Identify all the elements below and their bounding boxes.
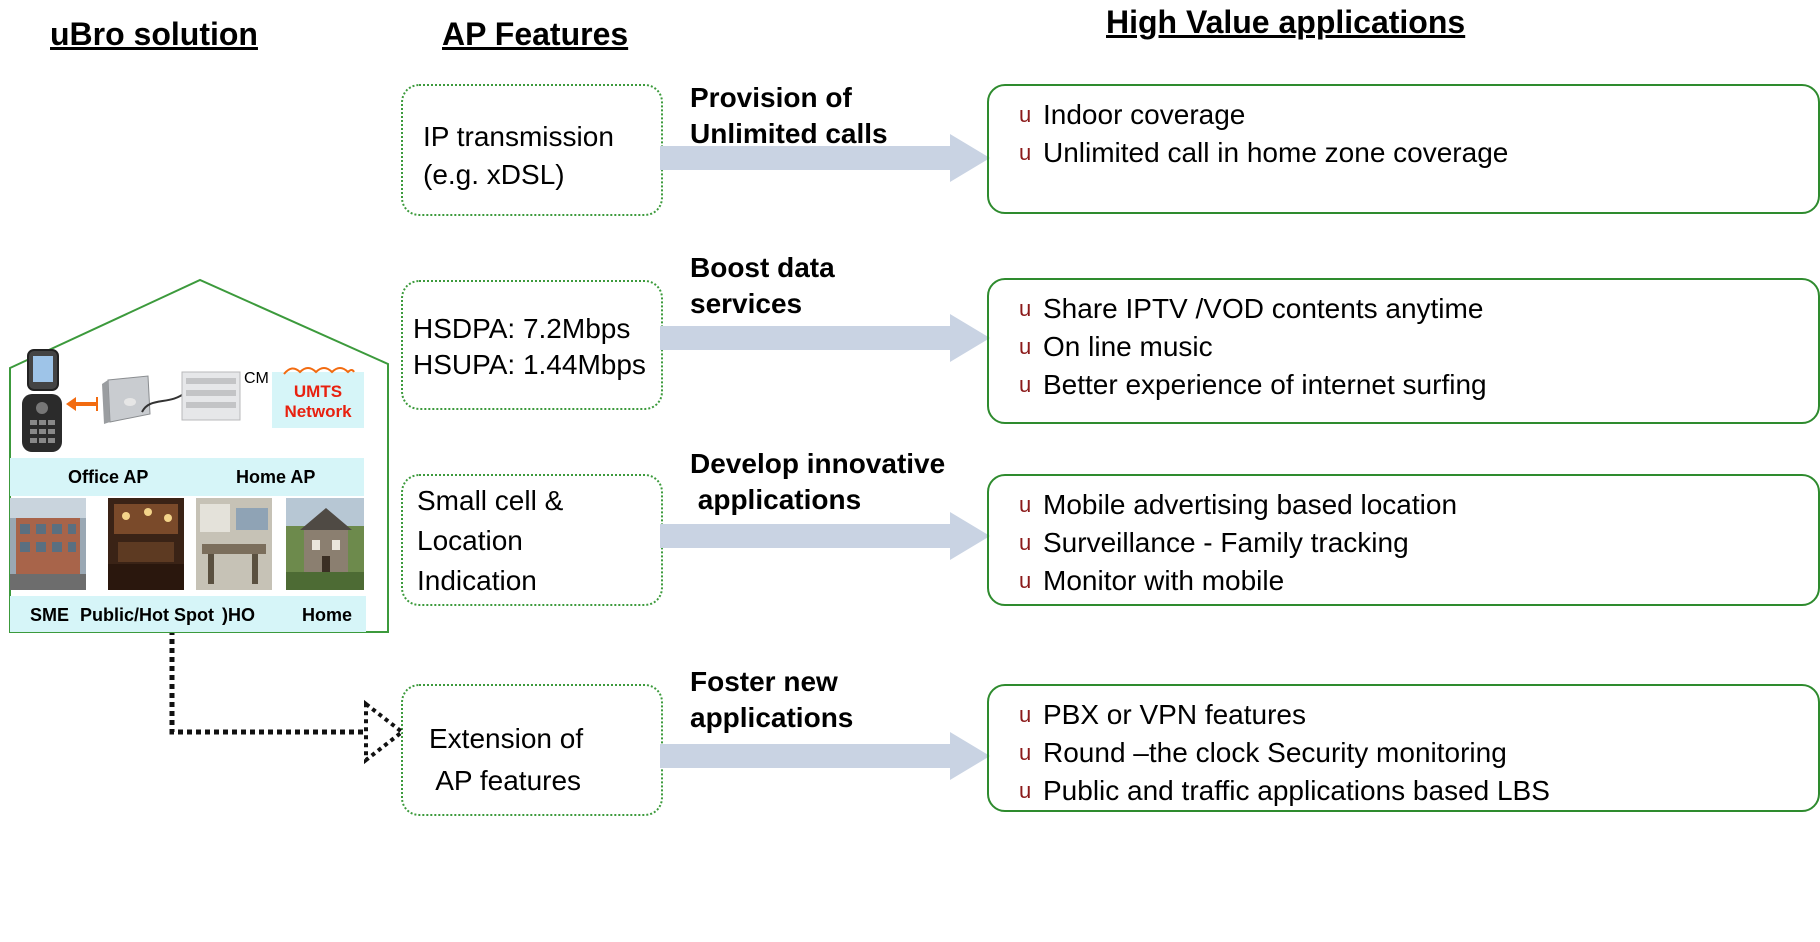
umts-network-badge: UMTS Network bbox=[272, 367, 364, 428]
soho-office-photo bbox=[196, 498, 272, 590]
home-label: Home bbox=[302, 605, 353, 625]
public-hotspot-photo bbox=[108, 498, 184, 590]
arrow-label-provision: Provision of Unlimited calls bbox=[690, 82, 888, 150]
soho-label: )HO bbox=[222, 605, 255, 625]
house-illustration: CM UMTS Network Office AP Home AP bbox=[0, 276, 392, 636]
flow-arrow-1 bbox=[660, 134, 990, 182]
flow-arrow-2 bbox=[660, 314, 990, 362]
location-caption-band: SME Public/Hot Spot )HO Home bbox=[10, 596, 366, 632]
home-house-photo bbox=[286, 498, 364, 590]
feature-line: HSDPA: 7.2Mbps bbox=[413, 313, 631, 344]
high-value-applications-heading: High Value applications bbox=[1106, 4, 1466, 40]
network-label: Network bbox=[284, 402, 352, 421]
ap-features-heading: AP Features bbox=[442, 16, 629, 52]
feature-line: Extension of bbox=[429, 723, 584, 754]
ap-type-band: Office AP Home AP bbox=[10, 458, 364, 496]
feature-line: Location bbox=[417, 525, 523, 556]
ubro-solution-heading: uBro solution bbox=[50, 16, 258, 52]
feature-line: Small cell & bbox=[417, 485, 564, 516]
feature-box-ip-transmission: IP transmission (e.g. xDSL) bbox=[401, 84, 663, 216]
office-ap-label: Office AP bbox=[68, 467, 149, 487]
feature-line: (e.g. xDSL) bbox=[423, 159, 565, 190]
access-point-icon bbox=[102, 375, 151, 424]
cm-label: CM bbox=[244, 370, 269, 387]
feature-box-extension: Extension of AP features bbox=[401, 684, 663, 816]
sme-label: SME bbox=[30, 605, 70, 625]
feature-line: HSUPA: 1.44Mbps bbox=[413, 349, 646, 380]
flow-arrow-3 bbox=[660, 512, 990, 560]
modem-icon bbox=[181, 371, 241, 421]
umts-label: UMTS bbox=[293, 382, 343, 401]
feature-line: AP features bbox=[429, 765, 582, 796]
arrow-label-boost: Boost data services bbox=[690, 252, 835, 320]
office-building-photo bbox=[10, 498, 86, 590]
feature-box-small-cell: Small cell & Location Indication bbox=[401, 474, 663, 606]
flow-arrow-4 bbox=[660, 732, 990, 780]
arrow-label-develop: Develop innovative applications bbox=[690, 448, 946, 516]
public-hot-spot-label: Public/Hot Spot bbox=[80, 605, 214, 625]
mobile-phone-icon bbox=[22, 349, 62, 452]
dotted-connector bbox=[169, 630, 406, 765]
home-ap-label: Home AP bbox=[236, 467, 316, 487]
feature-line: IP transmission bbox=[423, 121, 614, 152]
cloud-outline bbox=[283, 367, 355, 375]
arrow-label-foster: Foster new applications bbox=[690, 666, 854, 734]
feature-box-hsdpa: HSDPA: 7.2Mbps HSUPA: 1.44Mbps bbox=[401, 280, 663, 410]
orange-link-arrow bbox=[66, 397, 98, 411]
feature-line: Indication bbox=[417, 565, 537, 596]
